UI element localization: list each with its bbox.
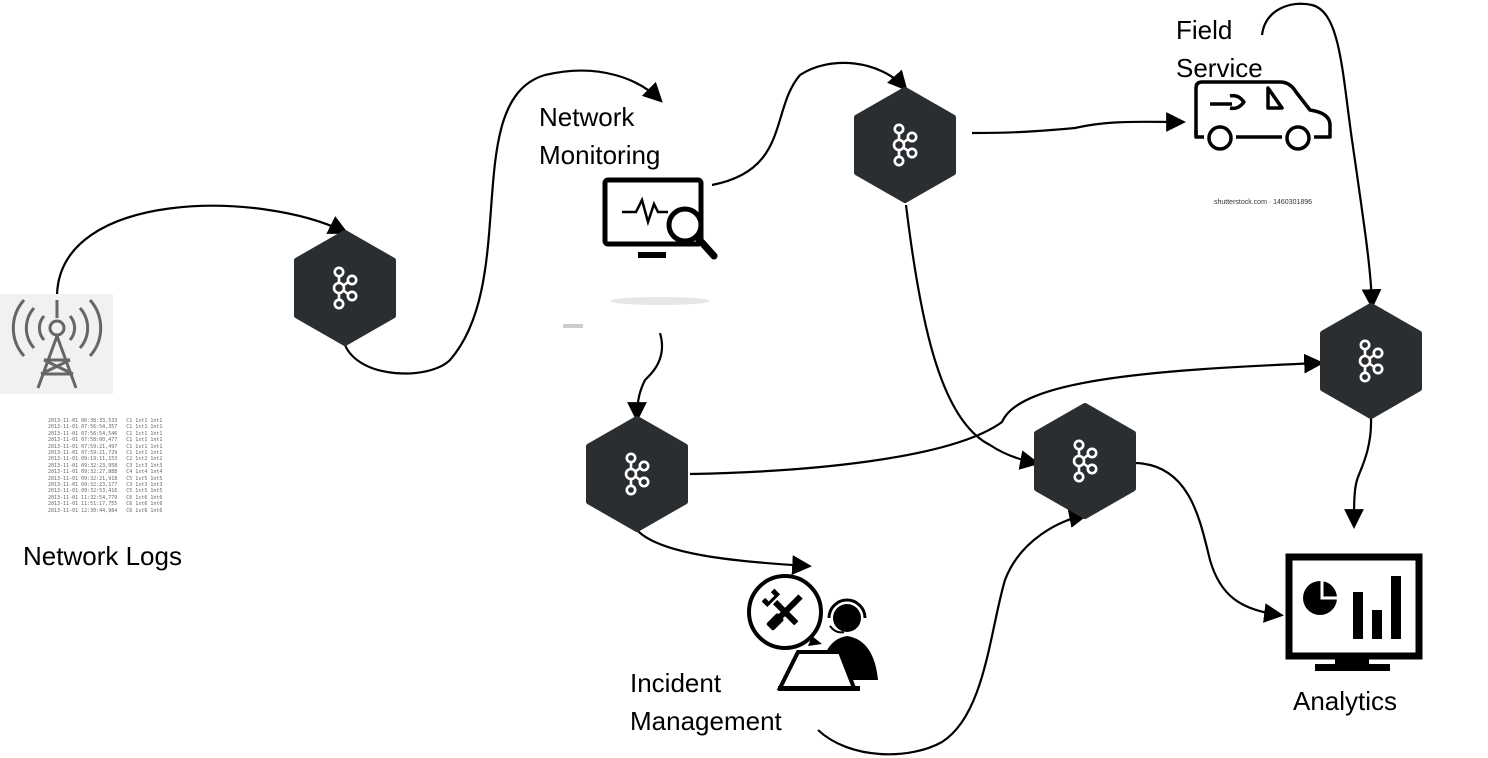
log-line: 2013-11-01 09:32:53,416 C5 1st5 1nt5 bbox=[48, 488, 163, 495]
log-line: 2013-11-01 12:30:44,984 C6 1st6 1nt6 bbox=[48, 507, 163, 514]
edge-topic1-to-monitoring bbox=[343, 69, 663, 375]
analytics-text: Analytics bbox=[1293, 686, 1398, 716]
stock-watermark: shutterstock.com · 1460301896 bbox=[1214, 199, 1313, 206]
incident-management-line1: Incident bbox=[630, 668, 722, 698]
log-line: 2013-11-01 07:58:00,477 C1 1st1 1nt1 bbox=[48, 437, 163, 444]
analytics-label: Analytics bbox=[1293, 682, 1397, 720]
incident-management-label: Incident Management bbox=[630, 664, 782, 740]
edge-topic6-to-analytics bbox=[1344, 417, 1373, 529]
edge-topic3-to-incident bbox=[636, 529, 812, 575]
log-line: 2013-11-01 07:59:21,729 C1 1st1 1nt1 bbox=[48, 450, 163, 457]
log-line: 2013-11-01 11:51:17,755 C6 1st6 1nt6 bbox=[48, 501, 163, 508]
network-monitoring-line2: Monitoring bbox=[539, 140, 661, 170]
edge-incident-to-topic4 bbox=[817, 508, 1089, 756]
support-agent-icon bbox=[747, 574, 878, 691]
edge-topic3-to-topic6 bbox=[689, 353, 1324, 476]
log-line: 2013-11-01 07:59:21,497 C1 1st1 1nt1 bbox=[48, 443, 163, 450]
edge-topic2-to-fieldservice bbox=[971, 112, 1186, 135]
log-line: 2013-11-01 09:32:27,888 C4 1st4 1nt4 bbox=[48, 469, 163, 476]
topic-node-1 bbox=[294, 230, 396, 346]
edge-monitoring-to-topic2 bbox=[711, 61, 908, 187]
analytics-dashboard-icon bbox=[1285, 553, 1423, 671]
incident-management-line2: Management bbox=[630, 706, 782, 736]
log-line: 2013-11-01 06:38:33,533 C1 1st1 1nt1 bbox=[48, 418, 163, 424]
field-service-line1: Field bbox=[1176, 15, 1233, 45]
log-line: 2013-11-01 09:32:23,177 C3 1st3 1nt3 bbox=[48, 482, 163, 489]
log-line: 2013-11-01 09:32:23,958 C3 1st3 1nt3 bbox=[48, 462, 163, 469]
topic-node-2 bbox=[854, 87, 956, 203]
network-logs-label: Network Logs bbox=[23, 537, 182, 575]
log-line: 2013-11-01 07:56:54,546 C1 1st1 1nt1 bbox=[48, 430, 163, 437]
edge-fieldservice-to-topic6 bbox=[1260, 2, 1382, 309]
service-van-icon bbox=[1194, 80, 1332, 151]
network-monitoring-line1: Network bbox=[539, 102, 635, 132]
log-line: 2013-11-01 11:32:54,779 C6 1st6 1nt6 bbox=[48, 494, 163, 501]
log-line: 2013-11-01 07:56:54,357 C1 1st1 1nt1 bbox=[48, 424, 163, 431]
edge-monitoring-to-topic3 bbox=[627, 332, 663, 422]
topic-node-4 bbox=[1034, 403, 1136, 519]
network-logs-text: Network Logs bbox=[23, 541, 182, 571]
field-service-line2: Service bbox=[1176, 53, 1263, 83]
topic-node-3 bbox=[586, 416, 688, 532]
cell-tower-icon bbox=[0, 294, 113, 394]
log-line: 2013-11-01 09:19:11,153 C2 1st2 1nt2 bbox=[48, 456, 163, 463]
log-line: 2013-11-01 09:32:21,918 C5 1st5 1nt5 bbox=[48, 475, 163, 482]
topic-node-5 bbox=[1320, 303, 1422, 419]
field-service-label: Field Service bbox=[1176, 11, 1263, 87]
edge-logs-to-topic1 bbox=[55, 204, 349, 296]
monitor-search-icon bbox=[563, 177, 718, 328]
edge-topic4-to-analytics bbox=[1135, 461, 1284, 623]
network-monitoring-label: Network Monitoring bbox=[539, 98, 660, 174]
edge-topic2-to-topic4 bbox=[904, 204, 1040, 470]
